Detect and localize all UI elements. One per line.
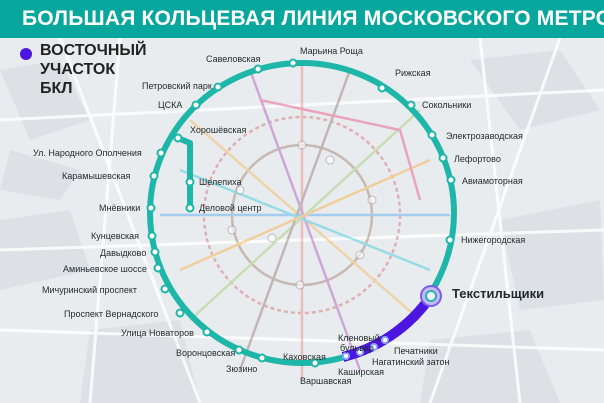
legend-line: БКЛ xyxy=(40,80,73,97)
station-label-lefortovo: Лефортово xyxy=(454,154,501,164)
tekstilshchiki-marker xyxy=(425,290,437,302)
station-label-sokolniki: Сокольники xyxy=(422,100,472,110)
station-label-zyuzino: Зюзино xyxy=(226,364,258,374)
station-label-vorontsovskaya: Воронцовская xyxy=(176,348,236,358)
station-label-nizhegorodskaya: Нижегородская xyxy=(461,235,526,245)
station-label-varshavskaya: Варшавская xyxy=(300,376,352,386)
station-label-klenovy-1: Кленовый xyxy=(338,333,380,343)
station-label-aviamotornaya: Авиамоторная xyxy=(462,176,523,186)
station-label-elektrozavodskaya: Электрозаводская xyxy=(446,131,523,141)
bkl-ring-line xyxy=(147,60,457,366)
station-label-khoroshevskaya: Хорошёвская xyxy=(190,125,247,135)
ring-stations xyxy=(146,58,456,368)
page-title: БОЛЬШАЯ КОЛЬЦЕВАЯ ЛИНИЯ МОСКОВСКОГО МЕТР… xyxy=(22,7,604,30)
station-label-mnevniki: Мнёвники xyxy=(99,203,141,213)
legend-line: ВОСТОЧНЫЙ xyxy=(40,42,147,59)
eastern-section-glow xyxy=(342,336,389,360)
mcc-line xyxy=(202,115,402,315)
header-banner: БОЛЬШАЯ КОЛЬЦЕВАЯ ЛИНИЯ МОСКОВСКОГО МЕТР… xyxy=(0,0,604,38)
station-label-kuntsevskaya: Кунцевская xyxy=(91,231,139,241)
station-label-delovoy-tsentr: Деловой центр xyxy=(199,203,262,213)
station-label-nagatinsky-zaton: Нагатинский затон xyxy=(372,357,450,367)
station-label-kashirskaya: Каширская xyxy=(338,367,385,377)
station-label-karamyshevskaya: Карамышевская xyxy=(62,171,131,181)
station-label-shelepikha: Шелепиха xyxy=(199,177,242,187)
bkl-branch-line xyxy=(176,135,193,208)
legend: ВОСТОЧНЫЙ УЧАСТОК БКЛ xyxy=(40,41,147,98)
station-label-maryina-roshcha: Марьина Роща xyxy=(300,46,363,56)
station-label-petrovsky-park: Петровский парк xyxy=(142,81,212,91)
inner-metro-lines xyxy=(160,60,450,380)
station-label-rizhskaya: Рижская xyxy=(395,68,431,78)
metro-map xyxy=(0,38,604,403)
eastern-section-line xyxy=(341,293,436,362)
city-roads xyxy=(0,38,604,403)
station-label-savelovskaya: Савеловская xyxy=(206,54,261,64)
legend-line: УЧАСТОК xyxy=(40,61,116,78)
station-label-narodnogo-opolcheniya: Ул. Народного Ополчения xyxy=(33,148,142,158)
station-label-klenovy-2: бульвар xyxy=(340,343,374,353)
station-label-pechatniki: Печатники xyxy=(394,346,438,356)
legend-marker xyxy=(20,48,32,60)
station-label-vernadskogo: Проспект Вернадского xyxy=(64,309,159,319)
station-label-cska: ЦСКА xyxy=(158,100,183,110)
station-label-michurinsky: Мичуринский проспект xyxy=(42,285,138,295)
station-label-aminyevskoye: Аминьевское шоссе xyxy=(63,264,147,274)
station-label-novatorov: Улица Новаторов xyxy=(121,328,194,338)
station-label-kakhovskaya: Каховская xyxy=(283,352,326,362)
station-label-tekstilshchiki: Текстильщики xyxy=(452,286,545,301)
inner-interchanges xyxy=(227,140,377,290)
station-label-davydkovo: Давыдково xyxy=(100,248,147,258)
